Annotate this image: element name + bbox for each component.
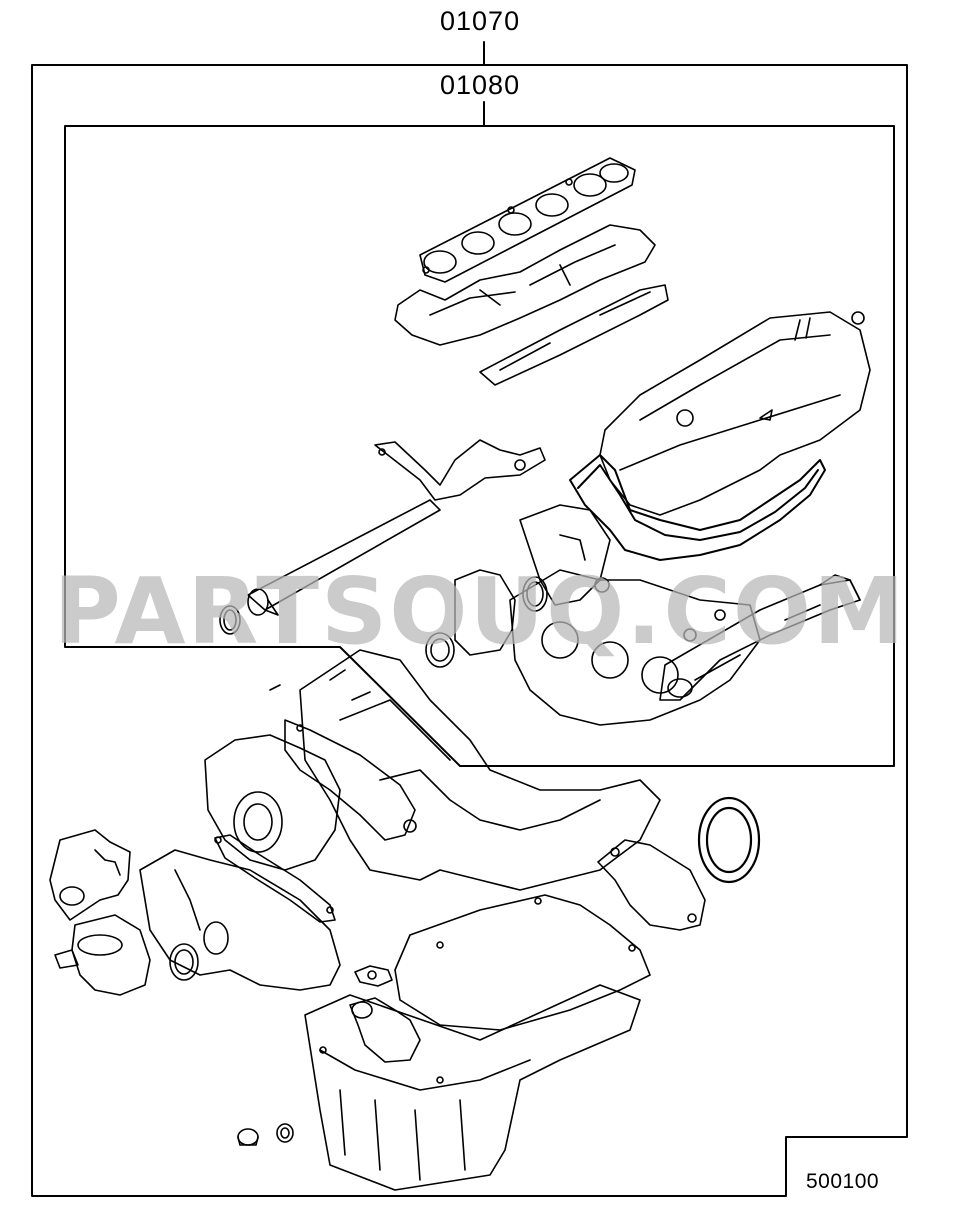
intake-plenum bbox=[394, 224, 656, 346]
drain-plug bbox=[237, 1128, 259, 1146]
valve-cover-gasket bbox=[569, 454, 826, 561]
front-cover-gasket bbox=[214, 834, 336, 923]
diagram-code: 500100 bbox=[806, 1170, 880, 1193]
valve-cover bbox=[599, 311, 871, 516]
oil-filter-bracket bbox=[49, 829, 151, 996]
throttle-body-gasket bbox=[479, 284, 669, 386]
front-oil-seal bbox=[425, 632, 455, 668]
timing-chain-cover bbox=[139, 849, 341, 991]
engine-block bbox=[269, 649, 661, 891]
crankshaft-front-seal bbox=[169, 943, 199, 981]
water-pump bbox=[204, 719, 417, 871]
cylinder-head-gasket bbox=[509, 569, 761, 726]
crossover-pipe bbox=[247, 439, 546, 616]
rear-main-seal bbox=[697, 796, 761, 884]
inner-kit-callout[interactable]: 01080 bbox=[440, 70, 521, 100]
oil-strainer bbox=[349, 997, 421, 1063]
oil-strainer-gasket bbox=[354, 965, 393, 987]
intake-manifold-gasket bbox=[419, 157, 636, 283]
outer-kit-frame bbox=[31, 41, 908, 1197]
drain-plug-washer bbox=[276, 1123, 294, 1143]
pipe-o-ring bbox=[219, 605, 241, 635]
outer-kit-callout[interactable]: 01070 bbox=[440, 6, 521, 36]
rear-seal-retainer bbox=[597, 839, 706, 931]
exhaust-manifold-gasket bbox=[659, 574, 861, 701]
oil-pan-gasket bbox=[394, 894, 651, 1031]
thermostat-o-ring bbox=[522, 576, 548, 612]
water-outlet-housing bbox=[454, 504, 611, 656]
oil-pan bbox=[304, 984, 641, 1191]
inner-kit-frame bbox=[64, 101, 895, 767]
